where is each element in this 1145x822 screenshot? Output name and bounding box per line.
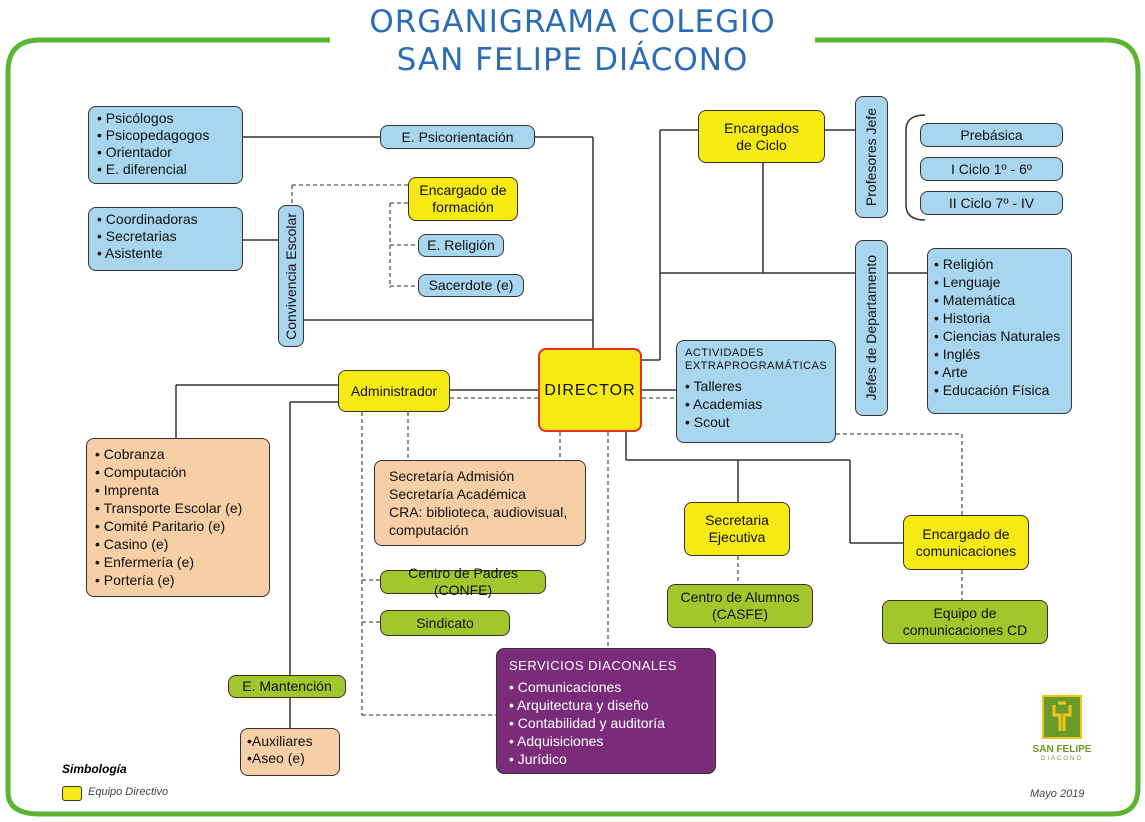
mantencion-staff-box: •Auxiliares •Aseo (e) bbox=[240, 728, 340, 776]
list-item: Inglés bbox=[934, 345, 1065, 363]
list-item: Historia bbox=[934, 309, 1065, 327]
list-item: Contabilidad y auditoría bbox=[509, 714, 703, 732]
servicios-box: SERVICIOS DIACONALES Comunicaciones Arqu… bbox=[496, 648, 716, 774]
list-item: Scout bbox=[685, 413, 827, 431]
convivencia-label: Convivencia Escolar bbox=[282, 212, 299, 340]
list-item: Academias bbox=[685, 395, 827, 413]
director-box: DIRECTOR bbox=[538, 348, 642, 432]
list-item: •Auxiliares bbox=[247, 733, 313, 749]
servicios-heading: SERVICIOS DIACONALES bbox=[509, 658, 677, 673]
frame-border bbox=[5, 37, 1141, 817]
sacerdote-box: Sacerdote (e) bbox=[418, 274, 524, 297]
sindicato-box: Sindicato bbox=[380, 610, 510, 636]
list-item: Adquisiciones bbox=[509, 732, 703, 750]
convivencia-box: Convivencia Escolar bbox=[278, 205, 304, 347]
list-item: Secretarias bbox=[97, 228, 234, 245]
profesores-jefe-label: Profesores Jefe bbox=[863, 107, 879, 207]
list-item: Ciencias Naturales bbox=[934, 327, 1065, 345]
legend-title: Simbología bbox=[62, 762, 127, 776]
centro-padres-box: Centro de Padres (CONFE) bbox=[380, 565, 546, 598]
list-item: Jurídico bbox=[509, 750, 703, 768]
list-item: Computación bbox=[95, 463, 261, 481]
list-item: Asistente bbox=[97, 245, 234, 262]
date-label: Mayo 2019 bbox=[1030, 788, 1085, 800]
list-item: Coordinadoras bbox=[97, 211, 234, 228]
chart-title-line2: SAN FELIPE DIÁCONO bbox=[396, 42, 749, 78]
ciclo-box: Encargados de Ciclo bbox=[698, 110, 825, 163]
legend-swatch bbox=[62, 786, 82, 801]
psicorientacion-staff-box: Psicólogos Psicopedagogos Orientador E. … bbox=[88, 106, 243, 184]
jefes-depto-box: Jefes de Departamento bbox=[855, 240, 888, 416]
psicorientacion-box: E. Psicorientación bbox=[380, 125, 535, 149]
list-item: Lenguaje bbox=[934, 273, 1065, 291]
logo-emblem bbox=[1042, 695, 1082, 739]
list-item: Imprenta bbox=[95, 481, 261, 499]
secretaria-ejecutiva-box: Secretaria Ejecutiva bbox=[684, 502, 790, 556]
list-item: Arquitectura y diseño bbox=[509, 696, 703, 714]
religion-box: E. Religión bbox=[418, 234, 504, 257]
list-item: Psicólogos bbox=[97, 110, 234, 127]
formacion-box: Encargado de formación bbox=[408, 177, 518, 221]
list-item: Comunicaciones bbox=[509, 678, 703, 696]
prebasica-box: Prebásica bbox=[920, 123, 1063, 147]
profesores-jefe-box: Profesores Jefe bbox=[855, 96, 888, 218]
list-item: Portería (e) bbox=[95, 571, 261, 589]
jefes-depto-label: Jefes de Departamento bbox=[863, 255, 879, 401]
secretarias-box: Secretaría Admisión Secretaría Académica… bbox=[374, 460, 586, 546]
legend-item: Equipo Directivo bbox=[88, 786, 169, 798]
list-item: Casino (e) bbox=[95, 535, 261, 553]
mantencion-box: E. Mantención bbox=[228, 675, 346, 698]
convivencia-staff-box: Coordinadoras Secretarias Asistente bbox=[88, 207, 243, 271]
equipo-comunicaciones-box: Equipo de comunicaciones CD bbox=[882, 600, 1048, 644]
list-item: Orientador bbox=[97, 144, 234, 161]
list-item: Matemática bbox=[934, 291, 1065, 309]
administrador-box: Administrador bbox=[338, 370, 450, 412]
list-item: Cobranza bbox=[95, 445, 261, 463]
list-item: Psicopedagogos bbox=[97, 127, 234, 144]
list-item: Transporte Escolar (e) bbox=[95, 499, 261, 517]
list-item: Educación Física bbox=[934, 381, 1065, 399]
logo-subtext: DIÁCONO bbox=[1040, 756, 1083, 762]
list-item: Comité Paritario (e) bbox=[95, 517, 261, 535]
comunicaciones-box: Encargado de comunicaciones bbox=[903, 515, 1029, 570]
list-item: •Aseo (e) bbox=[247, 750, 305, 766]
actividades-box: ACTIVIDADES EXTRAPROGRAMÁTICAS Talleres … bbox=[676, 340, 836, 443]
logo-text: SAN FELIPE bbox=[1032, 744, 1092, 755]
ciclo2-box: II Ciclo 7º - IV bbox=[920, 191, 1063, 215]
departamentos-box: Religión Lenguaje Matemática Historia Ci… bbox=[927, 248, 1072, 414]
actividades-heading: ACTIVIDADES EXTRAPROGRAMÁTICAS bbox=[685, 347, 828, 372]
list-item: E. diferencial bbox=[97, 161, 234, 178]
list-item: Religión bbox=[934, 255, 1065, 273]
chart-title-line1: ORGANIGRAMA COLEGIO bbox=[369, 4, 776, 40]
list-item: Talleres bbox=[685, 377, 827, 395]
centro-alumnos-box: Centro de Alumnos (CASFE) bbox=[667, 584, 813, 628]
ciclo1-box: I Ciclo 1º - 6º bbox=[920, 157, 1063, 181]
logo-figure-icon bbox=[1052, 701, 1072, 731]
list-item: Arte bbox=[934, 363, 1065, 381]
list-item: Enfermería (e) bbox=[95, 553, 261, 571]
administracion-staff-box: Cobranza Computación Imprenta Transporte… bbox=[86, 438, 270, 597]
